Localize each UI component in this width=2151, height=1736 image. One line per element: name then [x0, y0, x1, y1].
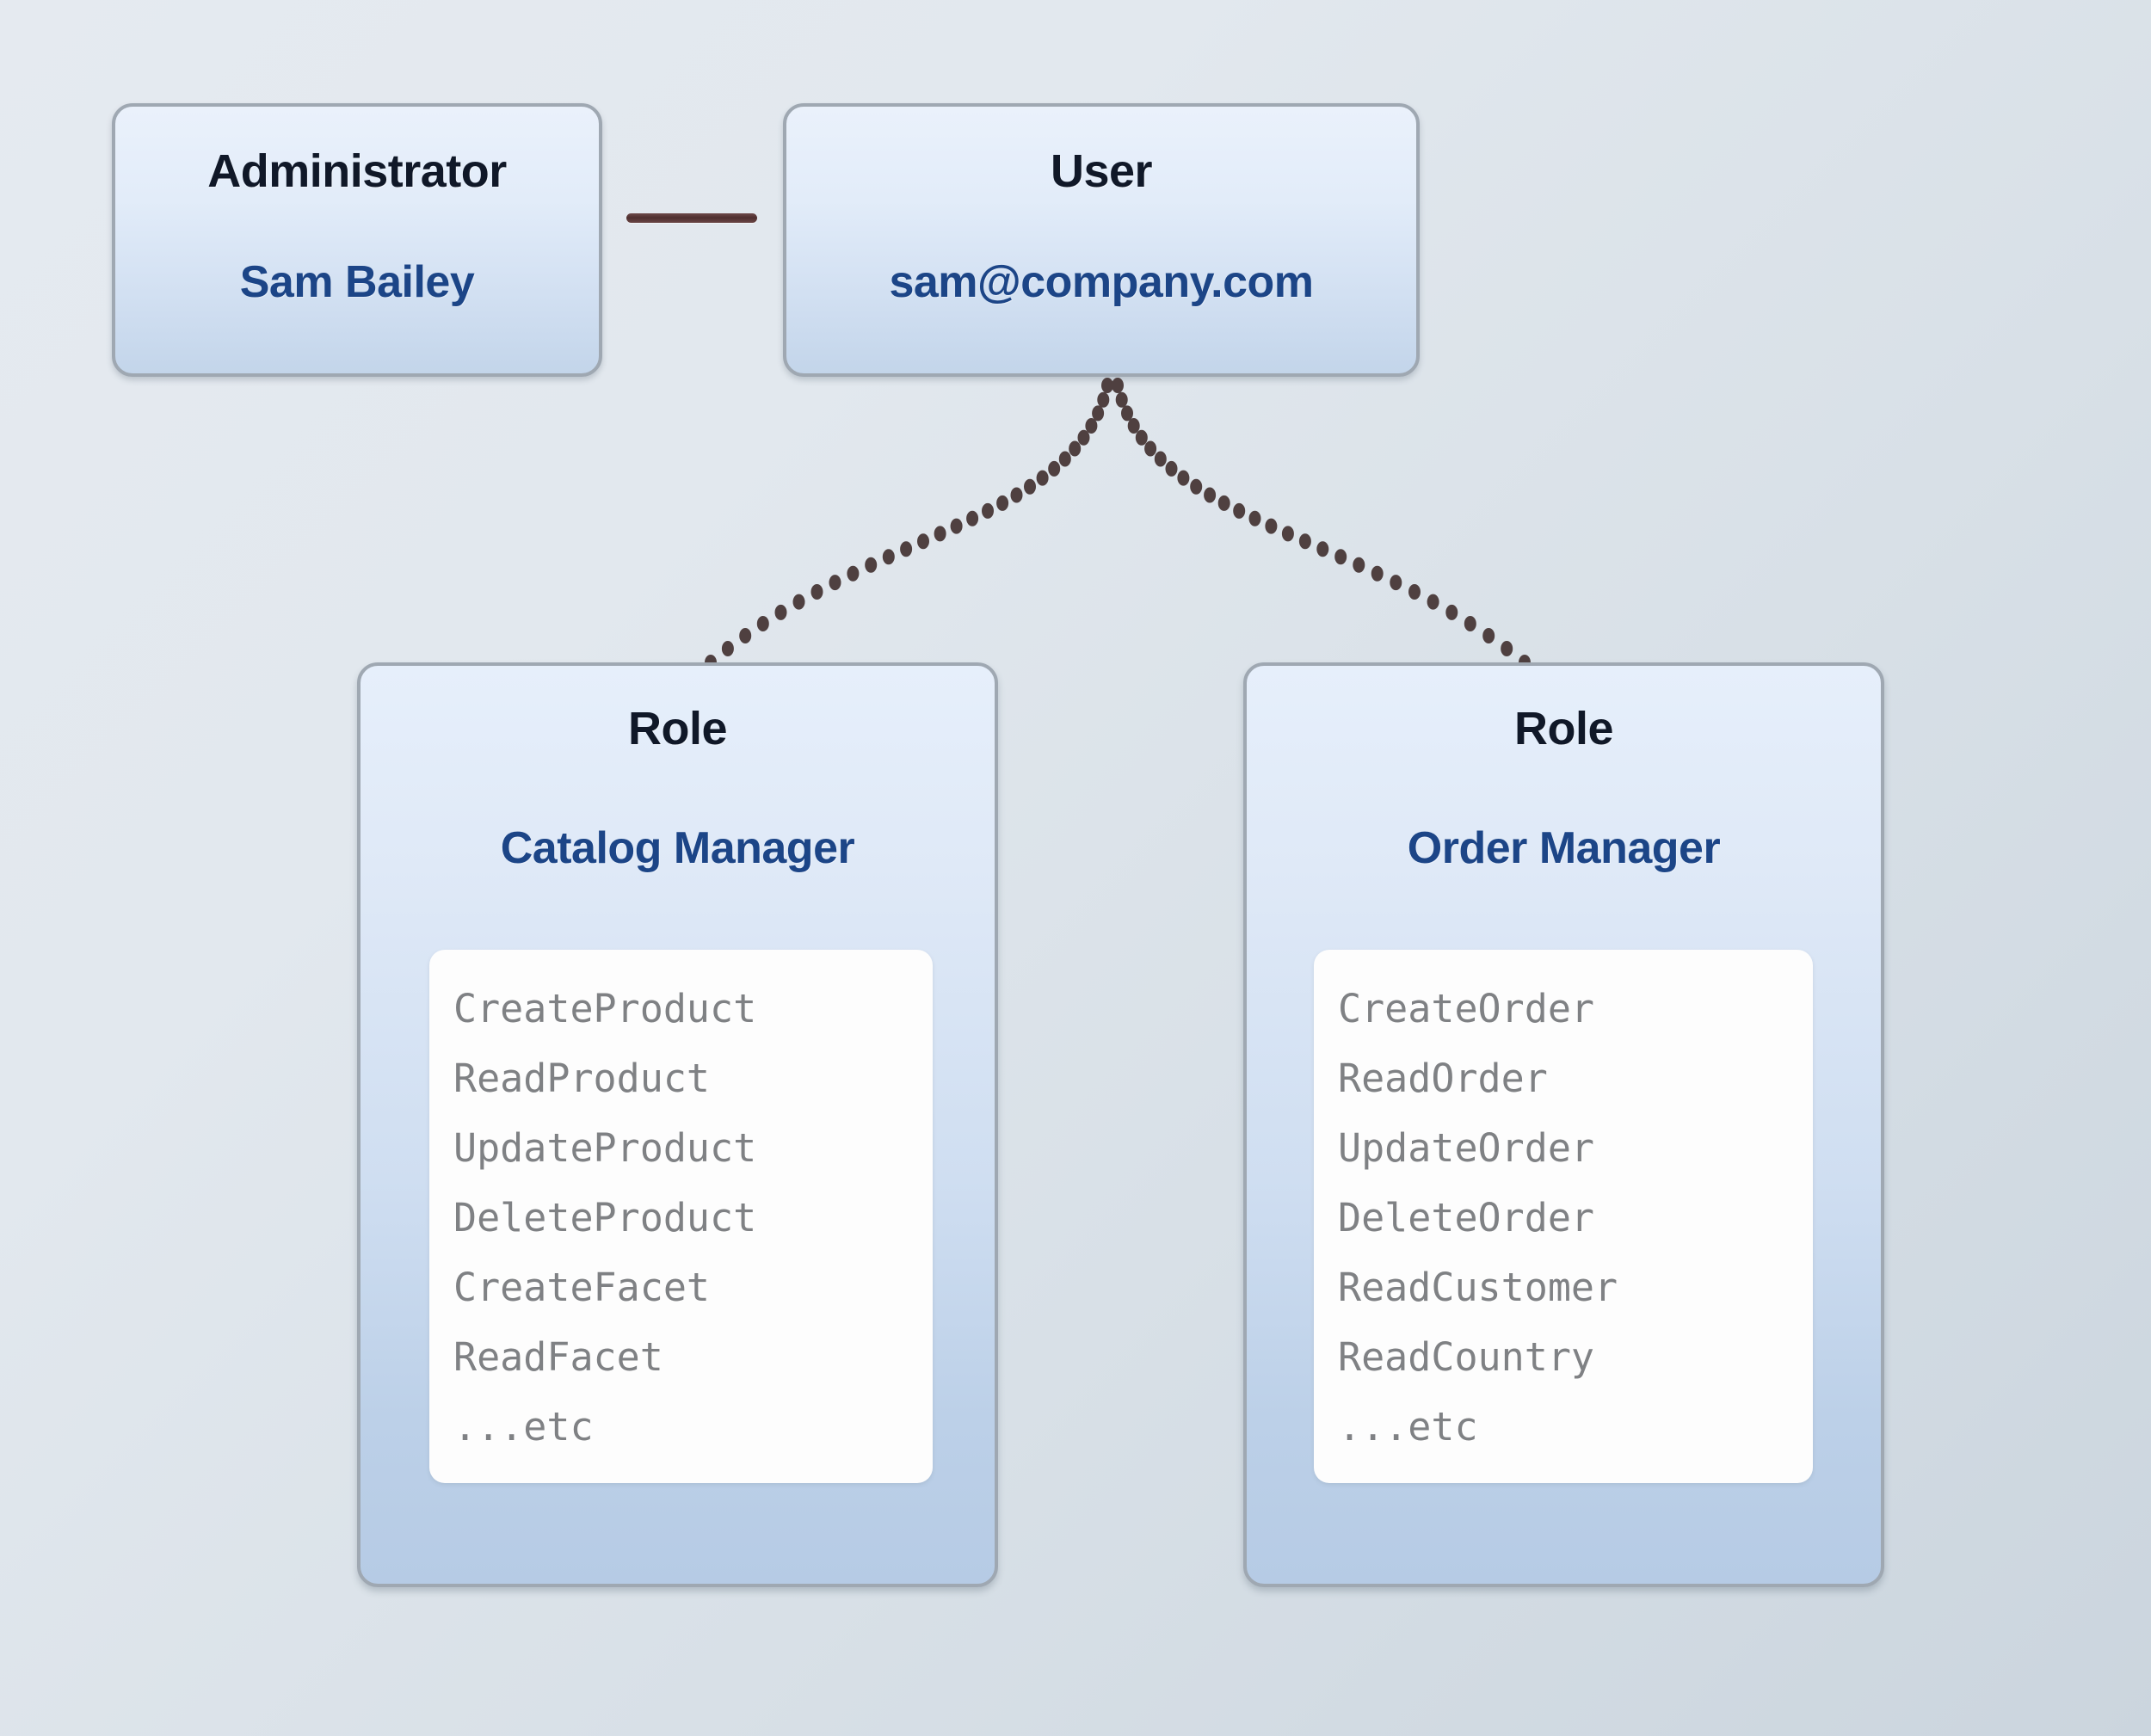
user-node[interactable]: User sam@company.com [783, 103, 1420, 377]
connector-dot [1265, 518, 1278, 534]
connector-dot [1281, 526, 1294, 542]
administrator-type-label: Administrator [207, 145, 507, 197]
permission-item: ReadProduct [453, 1056, 711, 1101]
connector-dot [1353, 557, 1365, 573]
connector-dot [1334, 549, 1347, 565]
permission-item: ReadFacet [453, 1334, 663, 1380]
connector-dot [900, 541, 913, 557]
connector-dot [1085, 418, 1098, 434]
permission-item: ReadOrder [1338, 1056, 1548, 1101]
connector-dot [1233, 502, 1246, 519]
permission-item: ...etc [1338, 1404, 1478, 1450]
permission-item: CreateOrder [1338, 986, 1595, 1031]
connector-dot [1177, 470, 1190, 486]
connector-dot [1427, 594, 1439, 610]
connector-dot [950, 518, 963, 534]
connector-dot [721, 641, 734, 656]
connector-dot [982, 502, 994, 519]
role-type-label: Role [627, 703, 728, 754]
user-email-value: sam@company.com [889, 257, 1314, 307]
connector-dot [934, 526, 946, 542]
connector-dot [1464, 616, 1476, 631]
administrator-node[interactable]: Administrator Sam Bailey [112, 103, 602, 377]
connector-dot [792, 594, 805, 610]
connector-dot [1135, 429, 1148, 446]
connector-dot [1316, 541, 1329, 557]
connector-dot [1048, 460, 1061, 477]
connector-dot [1121, 405, 1133, 422]
connector-dot [865, 557, 878, 573]
permission-item: CreateProduct [453, 986, 757, 1031]
connector-dot [1501, 641, 1513, 656]
role-name-value: Catalog Manager [500, 823, 855, 873]
connector-dot [1097, 391, 1110, 408]
permission-item: ...etc [453, 1404, 594, 1450]
administrator-name-value: Sam Bailey [239, 257, 475, 307]
connector-dot [1165, 460, 1178, 477]
connector-dot [847, 565, 860, 582]
user-type-label: User [1050, 145, 1153, 197]
connector-dot [996, 495, 1009, 511]
connector-dot [917, 533, 929, 550]
connector-dot [756, 616, 769, 631]
connector-dot [1092, 405, 1105, 422]
connector-dot [1069, 440, 1082, 457]
connector-dot [1204, 487, 1217, 503]
connector-dot [1298, 533, 1311, 550]
permission-item: UpdateProduct [453, 1125, 757, 1171]
user-role-dotted-connectors [705, 378, 1531, 670]
connector-dot [1445, 604, 1458, 620]
connector-dot [774, 604, 787, 620]
connector-dot [1112, 378, 1124, 393]
role-type-label: Role [1513, 703, 1614, 754]
connector-dot [1390, 575, 1402, 591]
permission-item: ReadCountry [1338, 1334, 1595, 1380]
connector-dot [1036, 470, 1049, 486]
permission-item: CreateFacet [453, 1265, 711, 1310]
connector-dot [810, 584, 823, 600]
permission-item: DeleteOrder [1338, 1195, 1595, 1240]
connector-dot [1144, 440, 1157, 457]
connector-dot [1154, 451, 1167, 467]
connector-dot [1024, 478, 1036, 495]
connector-dot [1482, 628, 1495, 643]
role-name-value: Order Manager [1407, 823, 1721, 873]
connector-dot [1371, 565, 1384, 582]
connector-dot [882, 549, 895, 565]
permission-item: ReadCustomer [1338, 1265, 1618, 1310]
connector-dot [1101, 378, 1113, 393]
connector-dot [1190, 478, 1203, 495]
connector-dot [1248, 510, 1261, 526]
connector-dot [829, 575, 841, 591]
permission-item: UpdateOrder [1338, 1125, 1595, 1171]
connector-dot [1408, 584, 1421, 600]
connector-dot [739, 628, 752, 643]
connector-dot [1077, 429, 1090, 446]
connector-dot [1127, 418, 1140, 434]
permission-item: DeleteProduct [453, 1195, 757, 1240]
connector-dot [1115, 391, 1128, 408]
connector-dot [966, 510, 979, 526]
connector-dot [1217, 495, 1230, 511]
administrator-user-association-line [626, 213, 757, 223]
connector-dot [1058, 451, 1071, 467]
connector-dot [1010, 487, 1023, 503]
